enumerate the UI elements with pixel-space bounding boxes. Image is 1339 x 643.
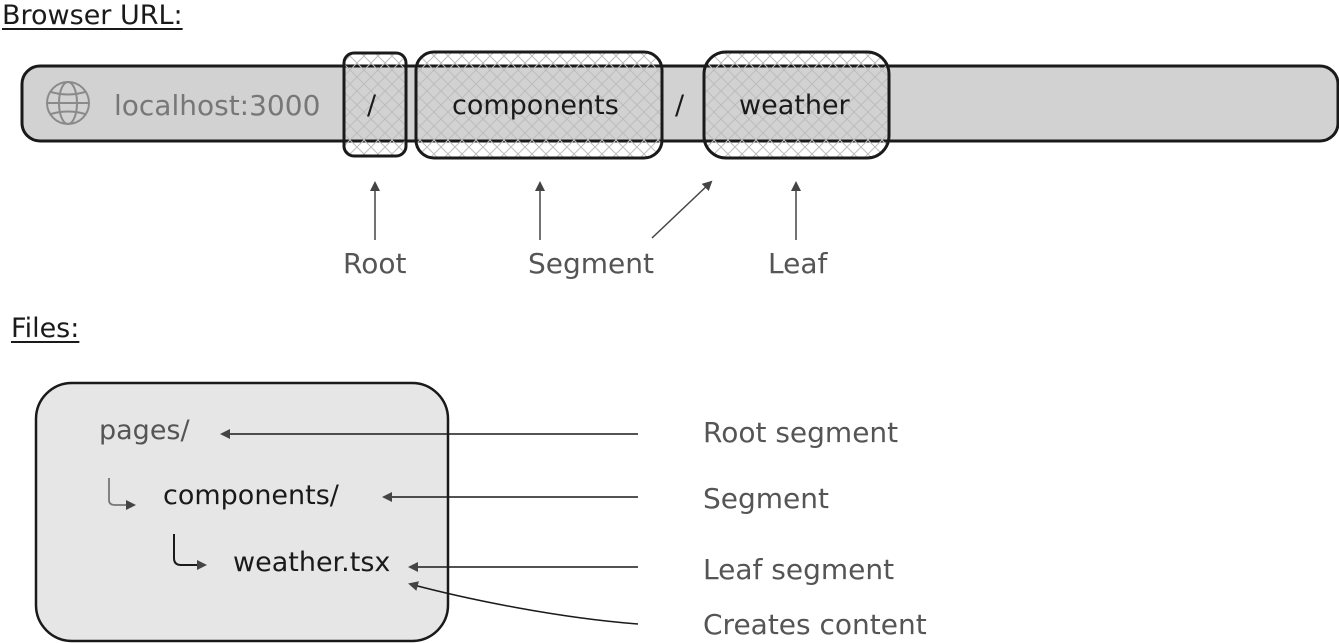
- weather-hook-arrow: [173, 534, 207, 570]
- components-segment-box: [414, 50, 664, 160]
- globe-icon: [46, 81, 90, 125]
- file-weather: weather.tsx: [233, 547, 391, 578]
- caption-segment-file: Segment: [703, 482, 829, 515]
- url-root-slash: /: [367, 90, 377, 121]
- weather-segment-box: [702, 50, 891, 160]
- creates-content-arrow: [408, 581, 639, 625]
- root-segment-box: [342, 51, 408, 158]
- caption-segment: Segment: [528, 247, 654, 280]
- browser-url-heading: Browser URL:: [2, 0, 183, 31]
- separator-arrow: [651, 180, 713, 239]
- url-segment-components: components: [452, 90, 619, 121]
- file-components: components/: [163, 480, 339, 511]
- caption-root-segment: Root segment: [703, 416, 899, 449]
- caption-creates-content: Creates content: [703, 608, 927, 641]
- url-separator-slash: /: [675, 90, 685, 121]
- caption-leaf: Leaf: [768, 247, 828, 280]
- url-host: localhost:3000: [114, 89, 321, 122]
- files-box: [34, 381, 450, 643]
- caption-leaf-segment: Leaf segment: [703, 553, 895, 586]
- caption-root: Root: [343, 247, 407, 280]
- url-leaf-weather: weather: [739, 90, 850, 121]
- components-hook-arrow: [108, 478, 136, 510]
- files-heading: Files:: [11, 313, 80, 344]
- file-pages: pages/: [99, 415, 190, 446]
